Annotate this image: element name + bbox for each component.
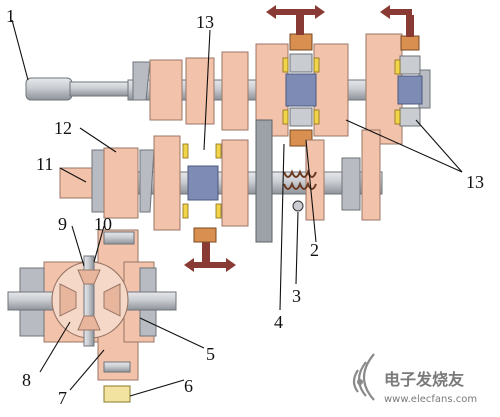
bearing-mid-3 xyxy=(341,157,361,211)
planet-gear-bottom xyxy=(77,315,101,331)
mid-gear-2 xyxy=(153,135,181,231)
label-8: 8 xyxy=(22,370,31,390)
label-13-top: 13 xyxy=(196,12,214,32)
label-7: 7 xyxy=(58,388,67,408)
synchro-hub-middle xyxy=(187,165,219,201)
shift-arrow-top-1 xyxy=(266,5,325,35)
ring-9 xyxy=(182,203,189,219)
bearing-mid-2 xyxy=(139,149,155,213)
ring-1 xyxy=(282,57,289,73)
input-shaft-end xyxy=(25,77,73,101)
fork-top-2 xyxy=(400,35,420,51)
watermark-url: www.elecfans.com xyxy=(384,394,477,405)
planet-pin xyxy=(83,255,95,347)
planet-gear-top xyxy=(77,269,101,285)
label-9: 9 xyxy=(58,214,67,234)
label-11: 11 xyxy=(36,154,53,174)
ring-8 xyxy=(215,143,222,159)
top-gear-6 xyxy=(365,33,403,145)
top-gear-1 xyxy=(149,59,183,121)
shift-arrow-top-2 xyxy=(380,5,414,37)
ring-7 xyxy=(182,143,189,159)
watermark-main: 电子发烧友 xyxy=(384,370,465,389)
part-labels: 1 13 12 11 9 10 5 8 7 6 4 3 2 13 xyxy=(6,6,484,408)
worm-gear xyxy=(292,200,304,212)
sleeve-top-1 xyxy=(289,53,313,73)
ring-3 xyxy=(282,109,289,125)
label-2: 2 xyxy=(310,240,319,260)
sleeve-top-4 xyxy=(399,107,421,127)
top-forks xyxy=(289,33,420,147)
fork-middle xyxy=(193,227,217,243)
shift-arrow-middle xyxy=(184,232,236,272)
diff-top-stub xyxy=(103,231,135,245)
ring-6 xyxy=(394,109,401,125)
label-10: 10 xyxy=(94,214,112,234)
ring-10 xyxy=(215,203,222,219)
label-13-right: 13 xyxy=(466,172,484,192)
sleeve-top-2 xyxy=(289,107,313,127)
watermark-logo-icon xyxy=(352,353,375,401)
label-1: 1 xyxy=(6,6,15,26)
watermark: 电子发烧友 www.elecfans.com xyxy=(352,353,477,405)
synchro-hub-top-1 xyxy=(285,73,317,107)
synchro-rings xyxy=(182,57,401,219)
ring-4 xyxy=(313,109,320,125)
label-4: 4 xyxy=(274,312,283,332)
label-3: 3 xyxy=(292,286,301,306)
ring-2 xyxy=(313,57,320,73)
fork-top-1 xyxy=(289,33,313,51)
mid-gear-1 xyxy=(103,147,139,219)
middle-bearings xyxy=(91,149,361,213)
bearing-top-1 xyxy=(132,61,151,101)
leader-lines xyxy=(11,19,463,397)
input-shaft-body xyxy=(69,81,131,97)
mid-gear-3 xyxy=(221,139,249,227)
sleeve-top-3 xyxy=(399,55,421,75)
label-5: 5 xyxy=(206,344,215,364)
label-6: 6 xyxy=(184,376,193,396)
top-gear-3 xyxy=(221,51,249,131)
mid-gear-6 xyxy=(361,129,381,221)
mid-gear-5 xyxy=(305,139,325,221)
diff-drive-gear xyxy=(103,385,131,403)
top-gear-2 xyxy=(185,57,215,125)
synchro-hub-top-2 xyxy=(397,75,423,105)
top-synchros xyxy=(285,53,423,127)
ring-5 xyxy=(394,59,401,75)
label-12: 12 xyxy=(54,118,72,138)
diff-small-shaft xyxy=(103,361,131,373)
side-gear-right xyxy=(103,283,121,317)
differential xyxy=(7,229,177,403)
output-ring-gear xyxy=(255,119,273,243)
side-gear-left xyxy=(59,283,77,317)
